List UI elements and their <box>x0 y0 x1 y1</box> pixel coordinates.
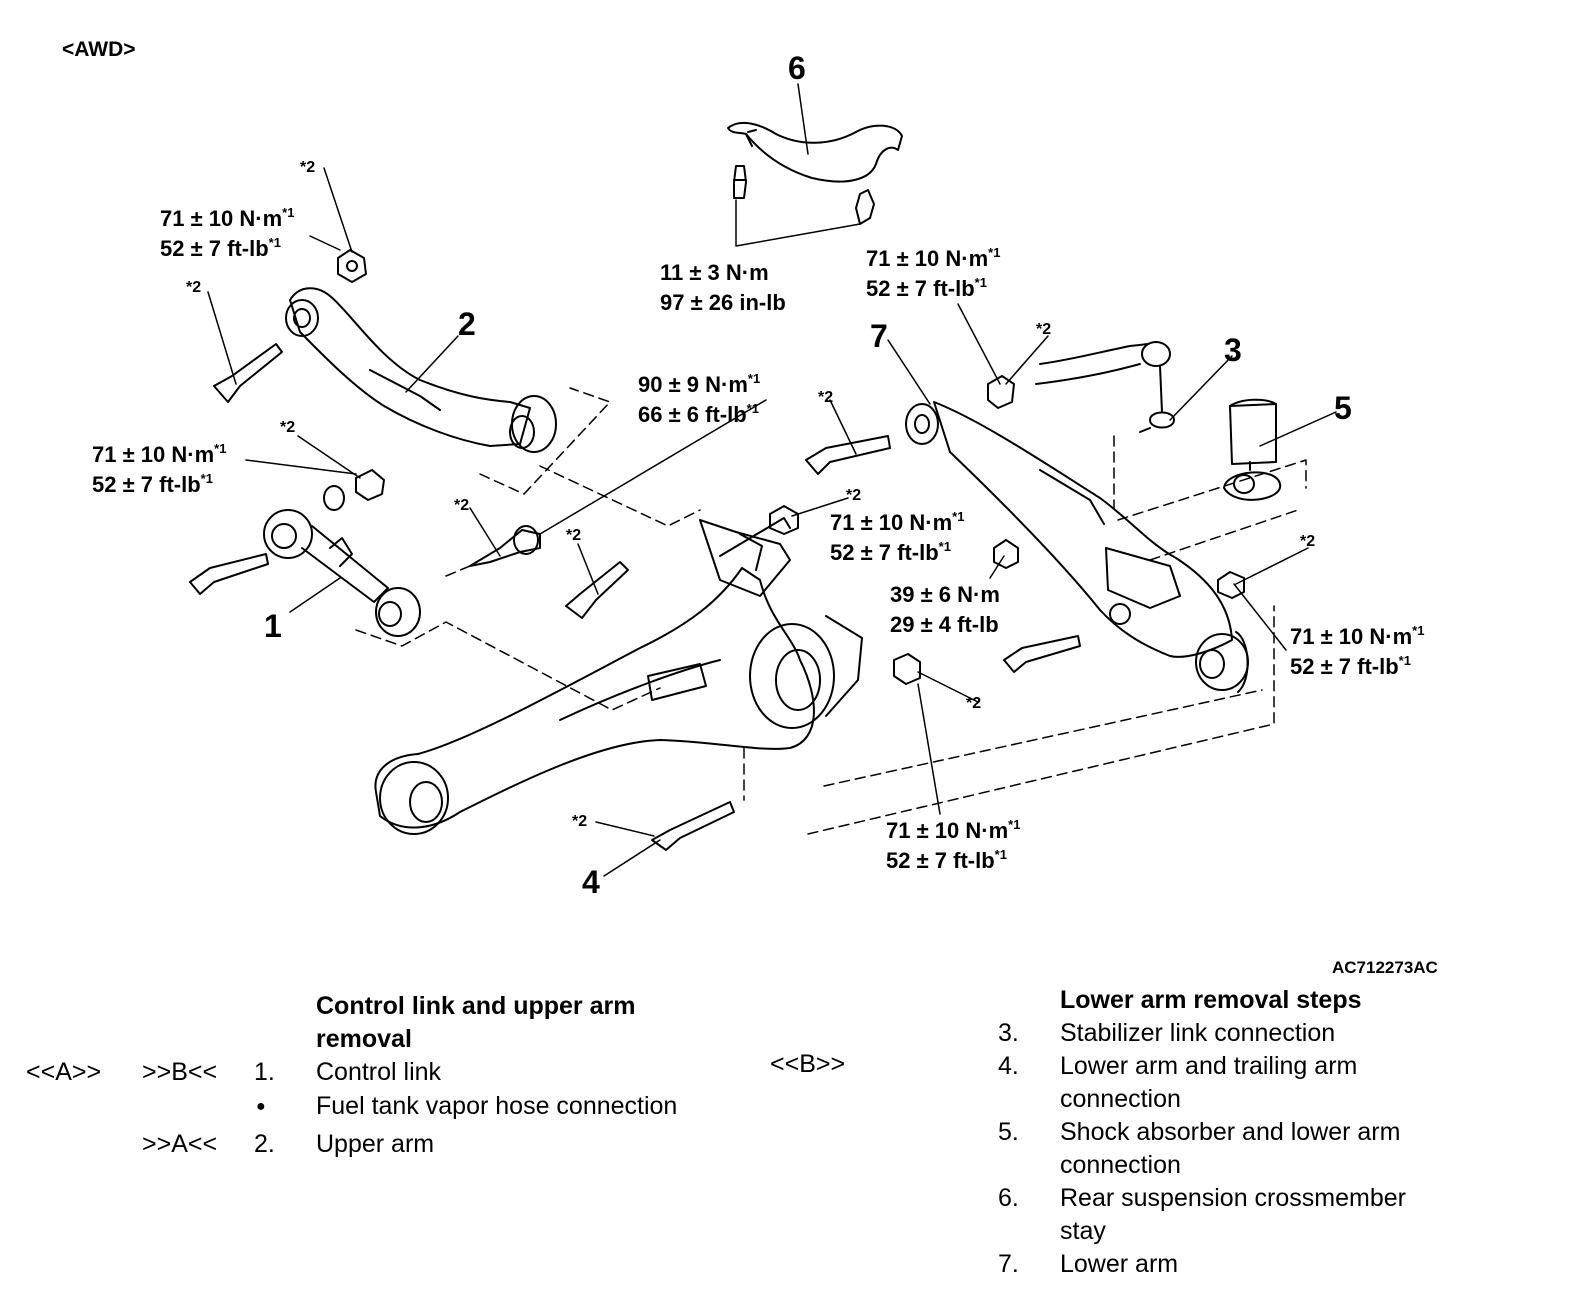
stay-bolt-left <box>733 165 747 199</box>
asterisk-mark: *2 <box>300 159 316 176</box>
asterisk-mark: *2 <box>846 487 862 504</box>
shock-lower-nut <box>1217 571 1245 599</box>
step-text-stabilizer-link: Stabilizer link connection <box>1060 1019 1336 1047</box>
asterisk-mark: *2 <box>186 279 202 296</box>
asterisk-mark: *2 <box>1036 321 1052 338</box>
part-number-5: 5 <box>1334 390 1352 426</box>
trailing-arm-bolt <box>651 801 735 851</box>
lower-arm-rear-bolt <box>1003 635 1081 673</box>
asterisk-mark: *2 <box>566 527 582 544</box>
step-number: 4. <box>998 1052 1019 1080</box>
part-number-2: 2 <box>458 306 476 342</box>
ref-mark: >>B<< <box>142 1058 218 1086</box>
step-text-lower-trailing-cont: connection <box>1060 1085 1181 1113</box>
asterisk-mark: *2 <box>454 497 470 514</box>
control-link-washer <box>323 485 345 511</box>
control-link-knuckle-bolt <box>565 561 629 619</box>
upper-arm-nut <box>337 249 367 283</box>
ref-mark: <<B>> <box>770 1050 846 1078</box>
part-number-6: 6 <box>788 50 806 86</box>
lower-arm-front-bolt <box>805 435 891 475</box>
part-number-3: 3 <box>1224 332 1242 368</box>
torque-label-shock-nut: 71 ± 10 N·m*1 52 ± 7 ft-lb*1 <box>1290 623 1425 679</box>
bullet-mark: ● <box>256 1098 266 1115</box>
left-steps-heading-line2: removal <box>316 1025 412 1053</box>
crossmember-stay-part <box>727 121 903 183</box>
control-link-bolt <box>189 553 269 595</box>
figure-code: AC712273AC <box>1332 958 1438 977</box>
step-number: 2. <box>254 1130 275 1158</box>
step-text-upper-arm: Upper arm <box>316 1130 435 1158</box>
stay-bolt-right <box>855 189 875 225</box>
step-text-lower-trailing: Lower arm and trailing arm <box>1060 1052 1358 1080</box>
trailing-arm-nut <box>893 653 921 685</box>
step-text-lower-arm: Lower arm <box>1060 1250 1179 1278</box>
step-number: 1. <box>254 1058 275 1086</box>
step-text-control-link: Control link <box>316 1058 442 1086</box>
step-text-shock-lower: Shock absorber and lower arm <box>1060 1118 1401 1146</box>
control-link-part <box>263 509 421 637</box>
ref-mark: >>A<< <box>142 1130 218 1158</box>
torque-label-trailing-arm-nut: 71 ± 10 N·m*1 52 ± 7 ft-lb*1 <box>886 817 1021 873</box>
stabilizer-link-part <box>1139 341 1175 433</box>
torque-label-upper-arm-bolt: 90 ± 9 N·m*1 66 ± 6 ft-lb*1 <box>638 371 761 427</box>
part-number-1: 1 <box>264 608 282 644</box>
asterisk-mark: *2 <box>818 389 834 406</box>
upper-arm-part <box>285 287 557 453</box>
torque-label-control-link-nut: 71 ± 10 N·m*1 52 ± 7 ft-lb*1 <box>92 441 227 497</box>
stabilizer-bar-part <box>1035 343 1149 385</box>
step-text-crossmember-stay: Rear suspension crossmember <box>1060 1184 1406 1212</box>
step-text-shock-lower-cont: connection <box>1060 1151 1181 1179</box>
torque-label-stay-bolts: 11 ± 3 N·m 97 ± 26 in-lb <box>660 260 786 315</box>
step-text-vapor-hose: Fuel tank vapor hose connection <box>316 1092 678 1120</box>
part-number-4: 4 <box>582 864 600 900</box>
lower-arm-rear-bushing <box>1195 631 1249 693</box>
lower-arm-part <box>905 401 1233 658</box>
part-number-7: 7 <box>870 318 888 354</box>
stabilizer-link-nut <box>993 539 1019 569</box>
knuckle-nut <box>769 505 799 535</box>
step-number: 5. <box>998 1118 1019 1146</box>
step-number: 7. <box>998 1250 1019 1278</box>
lower-arm-front-nut <box>987 375 1015 409</box>
asterisk-mark: *2 <box>1300 533 1316 550</box>
asterisk-mark: *2 <box>280 419 296 436</box>
torque-label-upper-arm-nut: 71 ± 10 N·m*1 52 ± 7 ft-lb*1 <box>160 205 295 261</box>
asterisk-mark: *2 <box>966 695 982 712</box>
step-number: 3. <box>998 1019 1019 1047</box>
step-text-crossmember-stay-cont: stay <box>1060 1217 1106 1245</box>
torque-label-lower-arm-front: 71 ± 10 N·m*1 52 ± 7 ft-lb*1 <box>866 245 1001 301</box>
variant-label: <AWD> <box>62 38 136 61</box>
right-steps-heading: Lower arm removal steps <box>1060 986 1362 1014</box>
left-steps-heading-line1: Control link and upper arm <box>316 992 636 1020</box>
step-number: 6. <box>998 1184 1019 1212</box>
trailing-arm-part <box>374 517 863 835</box>
ref-mark: <<A>> <box>26 1058 102 1086</box>
control-link-nut <box>355 469 385 501</box>
upper-arm-bolt <box>213 343 283 403</box>
asterisk-mark: *2 <box>572 813 588 830</box>
torque-label-knuckle-nut: 71 ± 10 N·m*1 52 ± 7 ft-lb*1 <box>830 509 965 565</box>
knuckle-upper-bolt <box>469 525 541 567</box>
torque-label-stab-link-nut: 39 ± 6 N·m 29 ± 4 ft-lb <box>890 582 1000 637</box>
shock-absorber-part <box>1223 398 1282 501</box>
